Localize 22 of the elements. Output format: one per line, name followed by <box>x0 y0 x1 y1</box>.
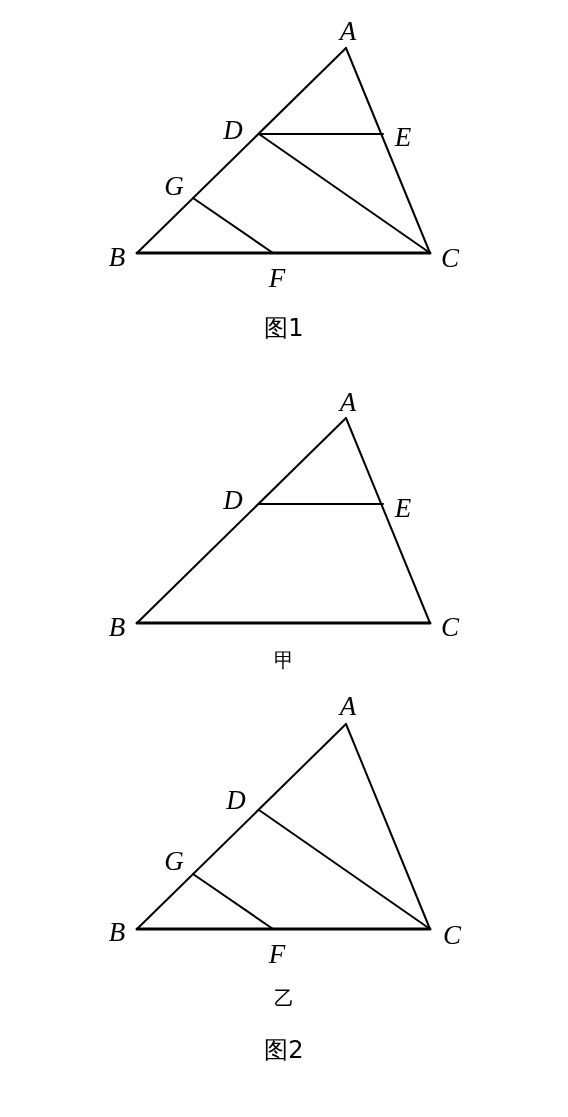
figure-caption: 图1 <box>264 316 304 340</box>
point-label: A <box>339 388 357 416</box>
point-label: F <box>268 264 286 292</box>
point-label: G <box>164 172 184 200</box>
point-label: A <box>339 692 357 720</box>
point-label: G <box>164 847 184 875</box>
subfigure-label: 甲 <box>274 650 294 670</box>
figure-caption: 图2 <box>264 1038 304 1062</box>
point-label: C <box>441 244 459 272</box>
point-label: E <box>394 123 412 151</box>
point-label: E <box>394 494 412 522</box>
point-label: D <box>226 786 246 814</box>
point-label: D <box>223 116 243 144</box>
point-label: B <box>108 918 126 946</box>
point-label: A <box>339 17 357 45</box>
point-label: C <box>441 613 459 641</box>
subfigure-label: 乙 <box>274 988 294 1008</box>
point-label: B <box>108 243 126 271</box>
point-label: B <box>108 613 126 641</box>
point-label: C <box>443 921 461 949</box>
point-label: F <box>268 940 286 968</box>
point-label: D <box>223 486 243 514</box>
